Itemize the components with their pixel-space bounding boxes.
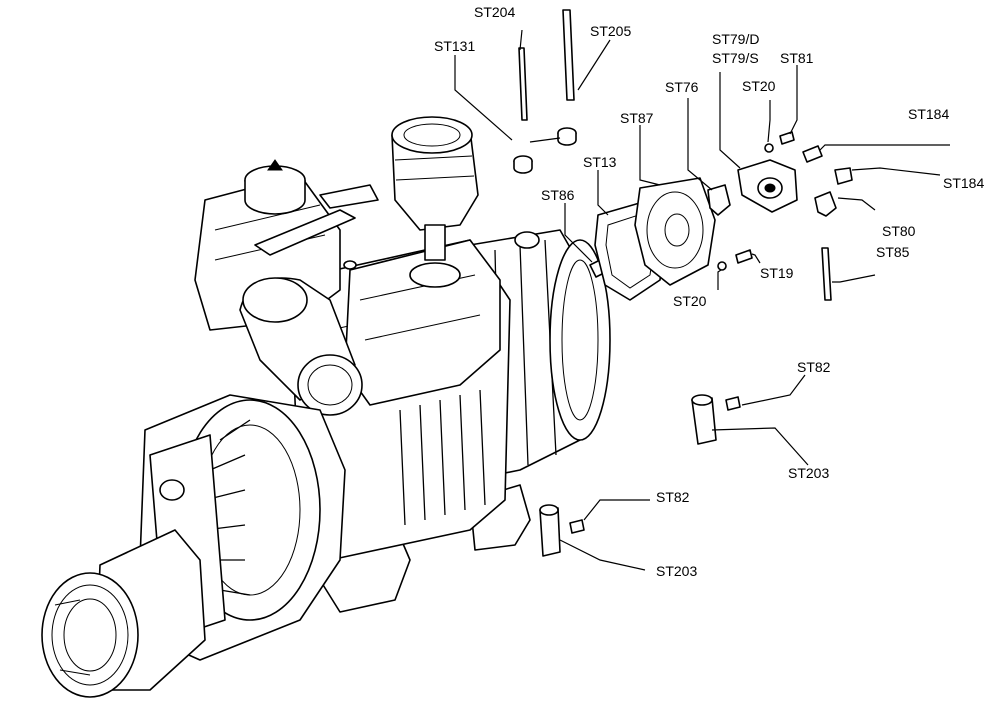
callout-st80: ST80 bbox=[882, 223, 916, 239]
callout-st203-upper: ST203 bbox=[788, 465, 829, 481]
callout-st20-top: ST20 bbox=[742, 78, 776, 94]
callout-st131: ST131 bbox=[434, 38, 475, 54]
st82-plug-b bbox=[569, 519, 585, 534]
callout-st204: ST204 bbox=[474, 4, 515, 20]
callout-st20-bottom: ST20 bbox=[673, 293, 707, 309]
st184-fitting-b bbox=[834, 167, 853, 185]
pump-assembly bbox=[41, 116, 611, 698]
callout-labels: ST204 ST205 ST131 ST79/D ST79/S ST20 ST8… bbox=[434, 4, 984, 579]
callout-st85: ST85 bbox=[876, 244, 910, 260]
callout-st82-upper: ST82 bbox=[797, 359, 831, 375]
st19-screw bbox=[735, 249, 753, 264]
callout-st19: ST19 bbox=[760, 265, 794, 281]
st85-pin bbox=[821, 247, 832, 301]
st87-cover bbox=[634, 177, 716, 286]
st76-gasket bbox=[707, 184, 731, 216]
callout-st87: ST87 bbox=[620, 110, 654, 126]
callout-st79d: ST79/D bbox=[712, 31, 759, 47]
st82-plug-a bbox=[725, 396, 741, 411]
callout-st81: ST81 bbox=[780, 50, 814, 66]
callout-st203-lower: ST203 bbox=[656, 563, 697, 579]
callout-st86: ST86 bbox=[541, 187, 575, 203]
callout-st82-lower: ST82 bbox=[656, 489, 690, 505]
callout-st13: ST13 bbox=[583, 154, 617, 170]
callout-st184-lower: ST184 bbox=[943, 175, 984, 191]
st20-washer-a bbox=[764, 143, 774, 153]
leader-lines bbox=[454, 29, 950, 571]
callout-st79s: ST79/S bbox=[712, 50, 759, 66]
exploded-parts bbox=[513, 9, 853, 557]
st20-washer-b bbox=[717, 261, 727, 271]
st184-fitting-a bbox=[802, 145, 823, 163]
callout-st76: ST76 bbox=[665, 79, 699, 95]
callout-st184-upper: ST184 bbox=[908, 106, 949, 122]
st81-screw bbox=[779, 131, 795, 145]
callout-st205: ST205 bbox=[590, 23, 631, 39]
st204-rod bbox=[518, 47, 528, 121]
st205-rod bbox=[562, 9, 575, 101]
st80-elbow bbox=[814, 191, 837, 217]
